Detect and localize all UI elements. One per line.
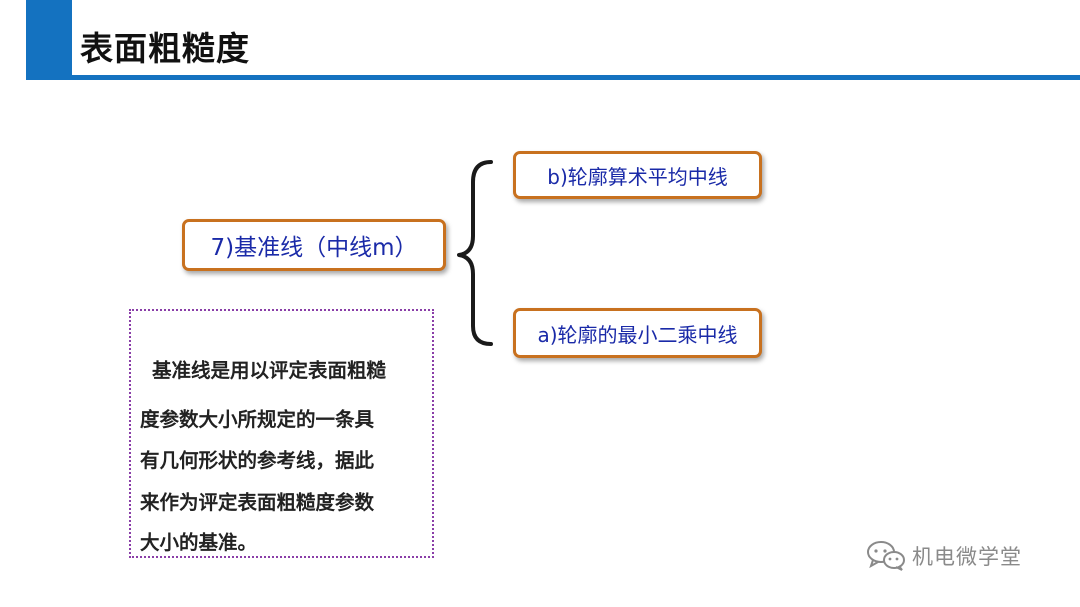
definition-line: 大小的基准。 bbox=[140, 531, 258, 554]
header-divider bbox=[26, 75, 1080, 80]
header-accent-bar bbox=[26, 0, 72, 80]
definition-line: 度参数大小所规定的一条具 bbox=[140, 408, 375, 431]
definition-line: 基准线是用以评定表面粗糙 bbox=[152, 359, 387, 382]
curly-brace bbox=[457, 160, 493, 346]
watermark: 机电微学堂 bbox=[866, 540, 1022, 572]
watermark-text: 机电微学堂 bbox=[912, 545, 1022, 569]
definition-line: 有几何形状的参考线，据此 bbox=[140, 449, 375, 472]
definition-box bbox=[129, 309, 434, 558]
main-node-box: 7)基准线（中线m） bbox=[182, 219, 446, 271]
branch-box-a: a)轮廓的最小二乘中线 bbox=[513, 308, 762, 358]
wechat-icon bbox=[867, 541, 905, 571]
branch-box-b: b)轮廓算术平均中线 bbox=[513, 151, 762, 199]
page-title: 表面粗糙度 bbox=[80, 29, 250, 68]
definition-line: 来作为评定表面粗糙度参数 bbox=[140, 491, 375, 514]
